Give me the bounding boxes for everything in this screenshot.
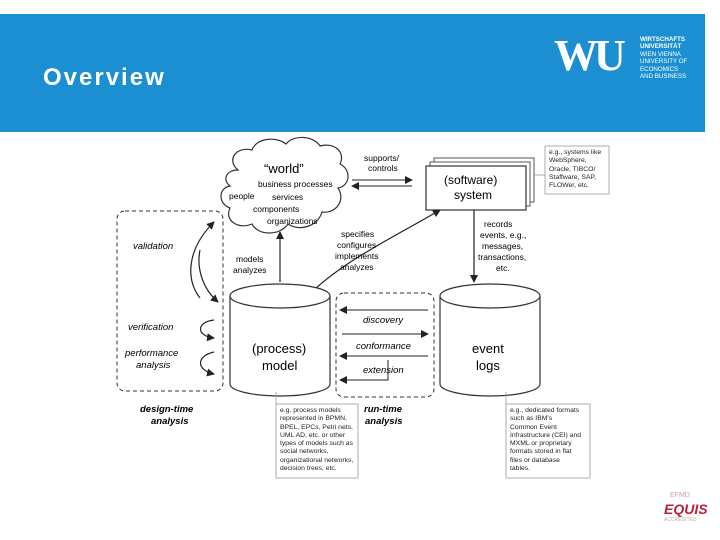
validation-label: validation bbox=[133, 241, 173, 252]
conformance-label: conformance bbox=[356, 341, 411, 352]
wu-logo-text: WIRTSCHAFTS UNIVERSITÄT WIEN VIENNA UNIV… bbox=[640, 36, 687, 80]
records-label: events, e.g., bbox=[480, 230, 526, 240]
validation-arrow-down bbox=[198, 249, 219, 303]
software-system-label: (software) bbox=[444, 173, 497, 187]
world-cloud bbox=[220, 136, 349, 234]
world-title: “world” bbox=[264, 161, 304, 176]
records-label: messages, bbox=[482, 241, 523, 251]
supports-controls-label: supports/ bbox=[364, 153, 400, 163]
process-models-note-line: e.g. process models bbox=[280, 407, 341, 414]
accredited-label: ACCREDITED bbox=[664, 517, 697, 523]
wu-logo-line: WIRTSCHAFTS bbox=[640, 36, 686, 43]
wu-logo-mark: WU bbox=[554, 31, 626, 80]
extension-label: extension bbox=[363, 365, 404, 376]
performance-label: analysis bbox=[136, 360, 171, 371]
efmd-label: EFMD bbox=[670, 492, 690, 499]
process-model-top bbox=[229, 283, 331, 309]
world-item: organizations bbox=[267, 216, 318, 226]
records-label: etc. bbox=[496, 263, 510, 273]
process-models-note-line: represented in BPMN, bbox=[280, 415, 347, 423]
event-formats-note: e.g., dedicated formats such as IBM's Co… bbox=[510, 407, 581, 473]
wu-logo-line: UNIVERSITY OF bbox=[640, 58, 688, 66]
event-formats-note-line: formats stored in flat bbox=[510, 448, 572, 456]
world-item: components bbox=[253, 204, 299, 214]
event-formats-note-line: e.g., dedicated formats bbox=[510, 407, 580, 414]
event-formats-note-line: Infrastructure (CEI) and bbox=[510, 431, 582, 439]
event-logs-label: logs bbox=[476, 358, 500, 373]
specifies-arrow bbox=[307, 209, 441, 297]
discovery-label: discovery bbox=[363, 315, 404, 326]
records-label: records bbox=[484, 219, 512, 229]
event-formats-note-line: files or database bbox=[510, 456, 560, 464]
models-analyzes-label: analyzes bbox=[233, 265, 267, 275]
specifies-label: configures bbox=[337, 240, 376, 250]
design-time-label: design-time bbox=[140, 404, 194, 415]
specifies-label: specifies bbox=[341, 229, 374, 239]
records-label: transactions, bbox=[478, 252, 526, 262]
event-formats-note-line: such as IBM's bbox=[510, 415, 553, 423]
wu-logo-line: ECONOMICS bbox=[640, 65, 679, 73]
wu-logo-line: UNIVERSITÄT bbox=[640, 43, 682, 51]
slide-header-band bbox=[0, 14, 705, 132]
world-item: services bbox=[272, 192, 303, 202]
systems-note-box bbox=[544, 145, 610, 195]
verification-label: verification bbox=[128, 322, 173, 333]
validation-arrow bbox=[190, 221, 215, 299]
specifies-label: implements bbox=[335, 251, 378, 261]
process-models-note: e.g. process models represented in BPMN,… bbox=[280, 407, 353, 473]
design-time-box bbox=[116, 210, 224, 392]
slide-title: Overview bbox=[43, 64, 166, 91]
world-item: business processes bbox=[258, 179, 333, 189]
systems-note-line: WebSphere, bbox=[549, 157, 587, 165]
verification-arrow bbox=[199, 319, 215, 342]
supports-controls-label: controls bbox=[368, 163, 398, 173]
extension-arrow bbox=[339, 360, 389, 384]
event-logs-top bbox=[439, 283, 541, 309]
equis-accreditation-logo: EFMD EQUIS ACCREDITED bbox=[652, 492, 712, 526]
systems-note-line: FLOWer, etc. bbox=[549, 182, 589, 190]
performance-arrow bbox=[199, 351, 215, 377]
software-box-front bbox=[425, 165, 527, 211]
process-models-note-line: types of models such as bbox=[280, 440, 353, 448]
equis-label: EQUIS bbox=[664, 501, 708, 517]
wu-logo-line: AND BUSINESS bbox=[640, 73, 687, 81]
process-models-note-line: BPEL, EPCs, Petri nets, bbox=[280, 423, 353, 431]
wu-logo-line: WIEN VIENNA bbox=[640, 50, 681, 58]
world-item: people bbox=[229, 191, 255, 201]
event-formats-note-box bbox=[505, 403, 591, 479]
performance-label: performance bbox=[124, 348, 178, 359]
event-logs-label: event bbox=[472, 341, 504, 356]
systems-note-line: e.g., systems like bbox=[549, 149, 602, 156]
event-logs-cylinder bbox=[439, 296, 541, 397]
process-models-note-box bbox=[275, 403, 359, 479]
process-model-label: (process) bbox=[252, 341, 306, 356]
process-models-note-line: social networks, bbox=[280, 448, 329, 456]
run-time-label: run-time bbox=[364, 404, 403, 415]
models-analyzes-label: models bbox=[236, 254, 263, 264]
systems-note-line: Oracle, TIBCO/ bbox=[549, 165, 596, 173]
event-formats-note-line: tables. bbox=[510, 465, 531, 473]
systems-note-line: Staffware, SAP, bbox=[549, 173, 596, 181]
design-time-label: analysis bbox=[151, 416, 189, 427]
process-models-note-line: organizational networks, bbox=[280, 456, 354, 464]
event-formats-note-line: MXML or proprietary bbox=[510, 440, 572, 448]
systems-note: e.g., systems like WebSphere, Oracle, TI… bbox=[549, 149, 601, 190]
run-time-label: analysis bbox=[365, 416, 403, 427]
wu-logo: WU WIRTSCHAFTS UNIVERSITÄT WIEN VIENNA U… bbox=[554, 34, 704, 106]
event-formats-note-line: Common Event bbox=[510, 423, 557, 431]
specifies-label: analyzes bbox=[340, 262, 374, 272]
process-models-note-line: UML AD, etc. or other bbox=[280, 431, 346, 439]
software-system-label: system bbox=[454, 188, 492, 202]
process-model-cylinder bbox=[229, 296, 331, 397]
process-models-note-line: decision trees, etc. bbox=[280, 465, 337, 473]
process-model-label: model bbox=[262, 358, 298, 373]
